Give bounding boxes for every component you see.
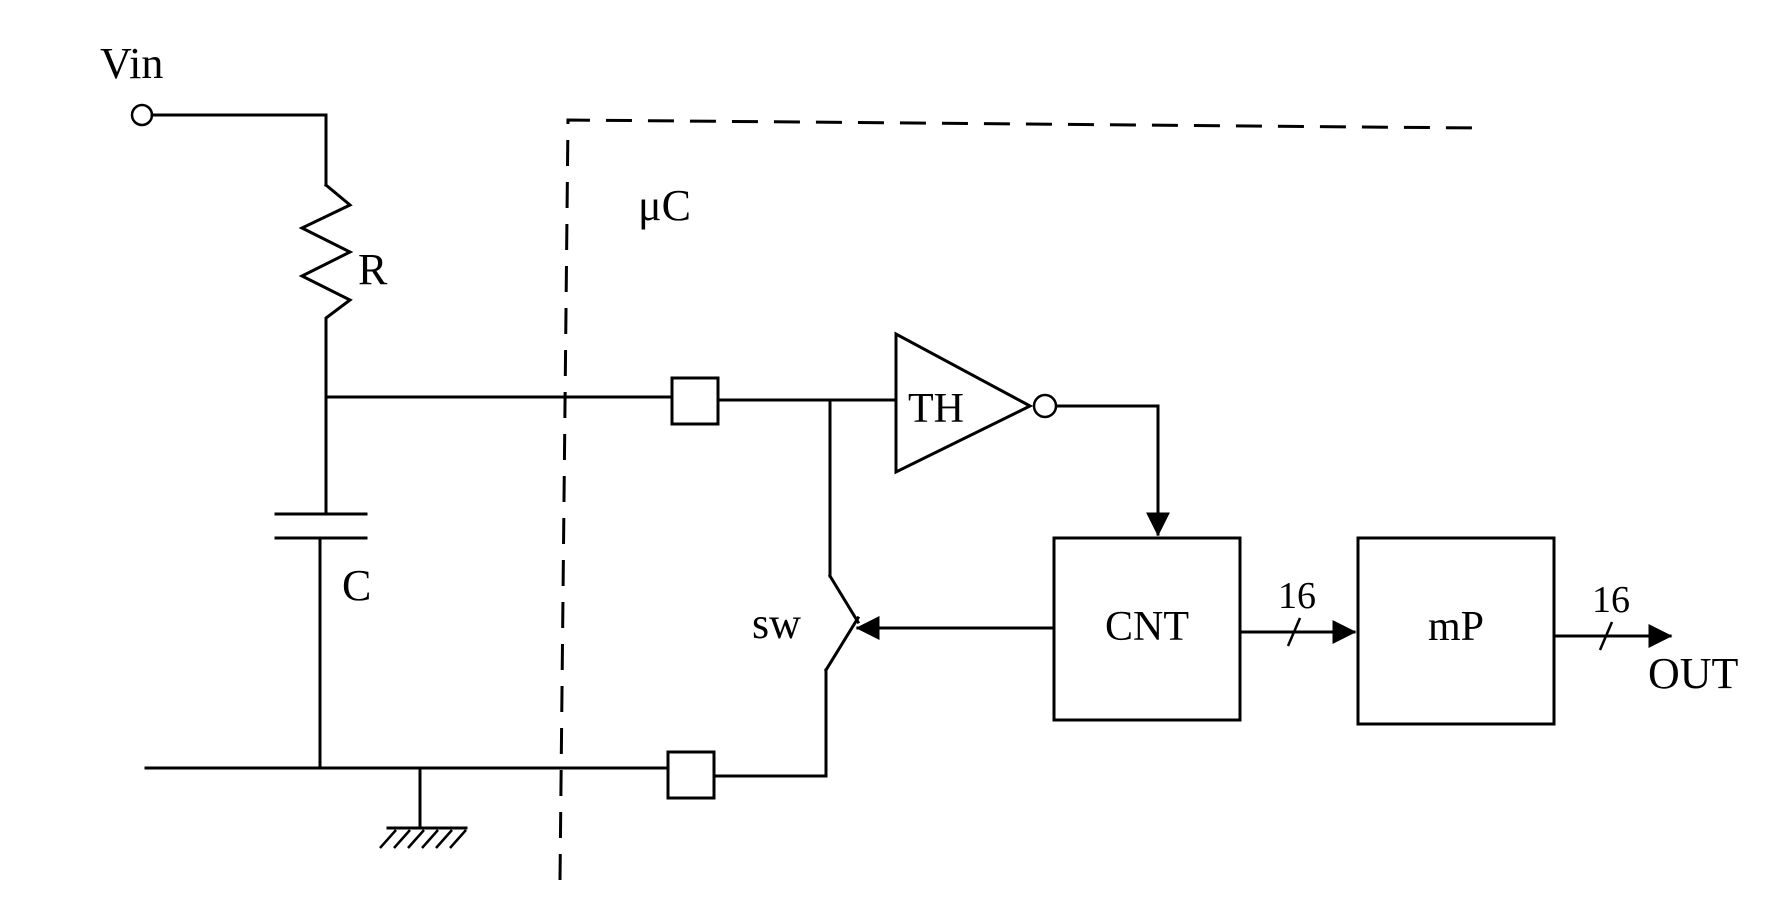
switch-label: sw bbox=[752, 599, 801, 648]
input-pin-2 bbox=[668, 752, 714, 798]
microcontroller-label: μC bbox=[638, 181, 691, 230]
inverter-bubble bbox=[1034, 395, 1056, 417]
vin-terminal bbox=[132, 105, 152, 125]
threshold-to-counter-wire bbox=[1057, 406, 1158, 534]
switch-blade bbox=[830, 576, 858, 622]
ground-symbol bbox=[380, 828, 466, 848]
switch-blade-lower bbox=[826, 618, 858, 670]
vin-wire bbox=[152, 115, 326, 185]
input-pin-1 bbox=[672, 378, 718, 424]
bus-width-label-1: 16 bbox=[1278, 575, 1316, 617]
output-label: OUT bbox=[1648, 649, 1739, 698]
vin-label: Vin bbox=[100, 39, 163, 88]
threshold-label: TH bbox=[908, 386, 964, 432]
bus-width-label-2: 16 bbox=[1592, 579, 1630, 621]
resistor-label: R bbox=[358, 245, 388, 294]
resistor-symbol bbox=[302, 185, 350, 330]
counter-label: CNT bbox=[1105, 604, 1189, 650]
processor-label: mP bbox=[1428, 604, 1484, 650]
capacitor-label: C bbox=[342, 561, 371, 610]
